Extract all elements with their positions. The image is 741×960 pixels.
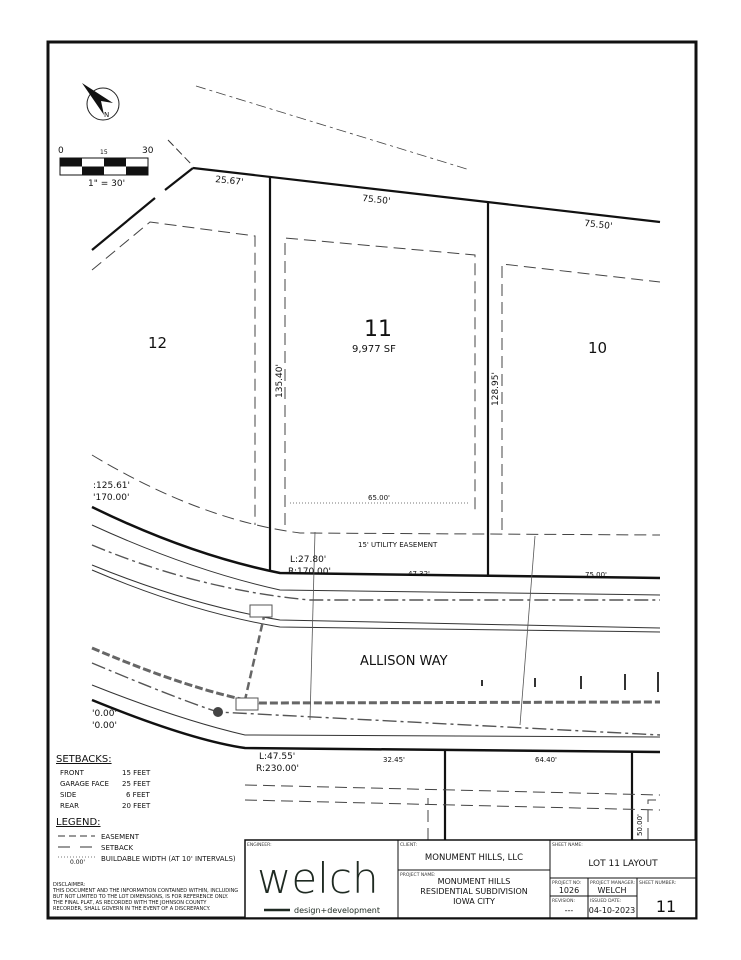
project-name-line: MONUMENT HILLS <box>438 877 511 886</box>
fence-line <box>195 85 471 171</box>
issued-date-label: ISSUED DATE: <box>590 898 621 904</box>
disclaimer-line: THIS DOCUMENT AND THE INFORMATION CONTAI… <box>52 888 238 894</box>
issued-date: 04-10-2023 <box>589 906 636 915</box>
sheet-number: 11 <box>656 897 676 916</box>
disclaimer-title: DISCLAIMER: <box>53 882 86 888</box>
dim-curve2-b: '0.00' <box>92 721 117 731</box>
scale-tick-30: 30 <box>142 146 154 156</box>
dim-top-left: 25.67' <box>215 175 244 188</box>
logo-tagline: design+development <box>294 906 380 915</box>
welch-logo: welch <box>257 854 379 903</box>
project-manager-label: PROJECT MANAGER: <box>590 880 635 886</box>
utility-easement-label: 15' UTILITY EASEMENT <box>358 541 438 549</box>
setbacks-title: SETBACKS: <box>56 754 112 765</box>
dim-side-left: 135.40' <box>275 364 285 398</box>
lot-lines <box>91 166 661 840</box>
dim-top-lot10: 75.50' <box>584 219 613 232</box>
setback-value: 20 FEET <box>122 802 151 810</box>
setback-label: GARAGE FACE <box>60 780 109 788</box>
sheet-number-label: SHEET NUMBER: <box>639 880 676 886</box>
setback-value: 15 FEET <box>122 769 151 777</box>
legend-setback: SETBACK <box>101 844 133 852</box>
street-name: ALLISON WAY <box>360 654 448 669</box>
lot-10-label: 10 <box>588 339 607 357</box>
scale-ratio: 1" = 30' <box>88 179 125 189</box>
dim-south-a: 32.45' <box>383 756 405 764</box>
project-name-line: RESIDENTIAL SUBDIVISION <box>420 887 527 896</box>
revision: --- <box>565 906 574 915</box>
client-name: MONUMENT HILLS, LLC <box>425 853 523 863</box>
north-arrow-icon: N <box>82 83 120 121</box>
dim-south-side: 50.00' <box>636 814 644 836</box>
scale-tick-0: 0 <box>58 146 64 156</box>
project-manager: WELCH <box>597 886 626 895</box>
utility-easement-line <box>91 454 661 536</box>
project-no: 1026 <box>559 886 579 895</box>
setback-value: 25 FEET <box>122 780 151 788</box>
disclaimer-line: THE FINAL PLAT, AS RECORDED WITH THE JOH… <box>52 900 207 906</box>
title-block <box>244 839 697 919</box>
setback-label: REAR <box>60 802 79 810</box>
dim-arc1-r: R:170.00' <box>288 567 331 577</box>
dim-buildable-width: 65.00' <box>368 494 390 502</box>
sheet-name-label: SHEET NAME: <box>552 842 583 848</box>
disclaimer-line: BUT NOT LIMITED TO THE LOT DIMENSIONS, I… <box>53 894 229 900</box>
disclaimer-line: RECORDER, SHALL GOVERN IN THE EVENT OF A… <box>53 906 211 912</box>
lot-11-label: 11 <box>364 317 392 342</box>
scale-tick-15: 15 <box>100 149 108 156</box>
project-no-label: PROJECT NO: <box>552 880 581 886</box>
lot-11-area: 9,977 SF <box>352 344 396 355</box>
north-letter: N <box>104 111 109 119</box>
project-name-label: PROJECT NAME: <box>400 872 436 878</box>
project-name-line: IOWA CITY <box>453 897 495 906</box>
dim-top-lot11: 75.50' <box>362 194 391 207</box>
engineer-label: ENGINEER: <box>247 842 272 848</box>
dim-arc2-r: R:230.00' <box>256 764 299 774</box>
legend-buildable-width: BUILDABLE WIDTH (AT 10' INTERVALS) <box>101 855 236 863</box>
setback-lines <box>91 221 661 840</box>
dim-south-b: 64.40' <box>535 756 557 764</box>
legend: LEGEND: EASEMENT SETBACK 0.00' BUILDABLE… <box>56 817 236 866</box>
disclaimer: DISCLAIMER: THIS DOCUMENT AND THE INFORM… <box>52 882 238 912</box>
setback-value: 6 FEET <box>126 791 151 799</box>
dim-side-right: 128.95' <box>491 372 501 406</box>
south-easement-line <box>244 784 661 811</box>
sheet-name: LOT 11 LAYOUT <box>588 859 658 869</box>
dim-arc2-l: L:47.55' <box>259 752 295 762</box>
dim-curve2-a: '0.00' <box>92 709 117 719</box>
dim-curve-left-r: '170.00' <box>93 493 129 503</box>
legend-sample-value: 0.00' <box>70 859 85 866</box>
boundary-dashed <box>167 139 194 167</box>
dim-curve-left-l: :125.61' <box>93 481 130 491</box>
lot-12-label: 12 <box>148 334 167 352</box>
client-label: CLIENT: <box>400 842 417 848</box>
allison-way-road <box>91 505 661 754</box>
dim-arc1-l: L:27.80' <box>290 555 326 565</box>
legend-easement: EASEMENT <box>101 833 140 841</box>
setbacks-table: SETBACKS: FRONT 15 FEET GARAGE FACE 25 F… <box>56 754 151 810</box>
dim-front-lot10: 75.00' <box>585 571 607 579</box>
scale-bar: 0 15 30 1" = 30' <box>58 146 154 189</box>
revision-label: REVISION: <box>552 898 575 904</box>
setback-label: SIDE <box>60 791 76 799</box>
legend-title: LEGEND: <box>56 817 101 828</box>
setback-label: FRONT <box>60 769 85 777</box>
dim-front-lot11: 47.32' <box>408 570 430 578</box>
